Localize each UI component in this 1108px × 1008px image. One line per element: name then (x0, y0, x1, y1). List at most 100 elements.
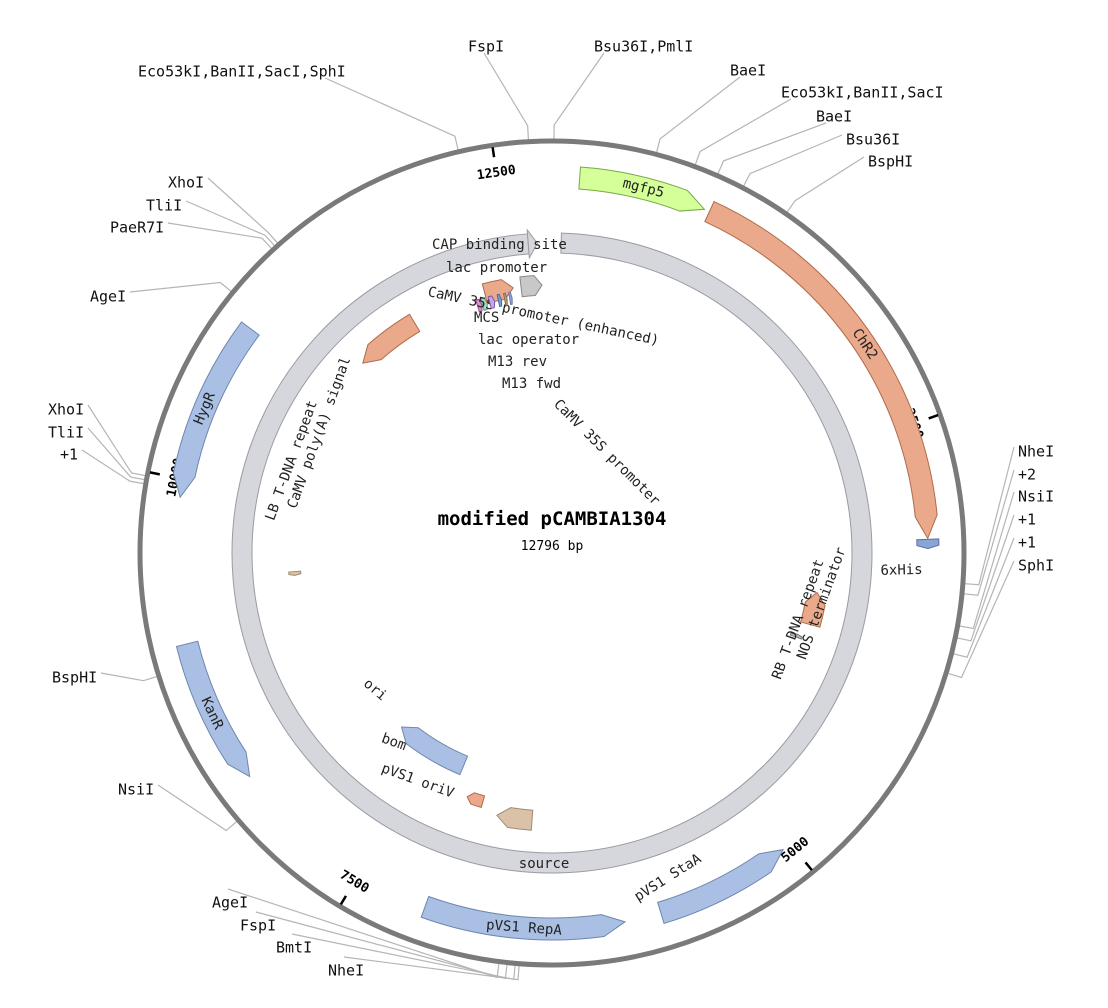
feature-mcs[interactable]: MCS (474, 295, 499, 326)
feature-kanr[interactable]: KanR (175, 640, 251, 778)
feature-shape-hygr (172, 321, 260, 499)
plasmid-length: 12796 bp (521, 539, 584, 554)
feature-pvs1-staa[interactable]: pVS1 StaA (632, 848, 785, 925)
site-label-1-11[interactable]: +1 (1018, 511, 1036, 529)
site-label-baei-5[interactable]: BaeI (816, 108, 852, 126)
feature-lac-promoter[interactable]: lac promoter (446, 260, 547, 311)
site-leader-agei-17 (129, 281, 232, 293)
site-label-nsii-10[interactable]: NsiI (1018, 488, 1054, 506)
site-label-bmti-25[interactable]: BmtI (276, 939, 312, 957)
site-leader-paer7i-16 (167, 222, 272, 249)
tick-7500 (339, 895, 348, 906)
site-label-sphi-13[interactable]: SphI (1018, 557, 1054, 575)
site-label-eco53ki-banii-saci-4[interactable]: Eco53kI,BanII,SacI (781, 84, 944, 102)
site-label-eco53ki-banii-saci-sphi-1[interactable]: Eco53kI,BanII,SacI,SphI (138, 63, 346, 81)
site-label-nhei-26[interactable]: NheI (328, 962, 364, 980)
site-label-fspi-0[interactable]: FspI (468, 38, 504, 56)
site-leader-xhoi-14 (207, 177, 278, 244)
site-label-xhoi-18[interactable]: XhoI (48, 401, 84, 419)
site-leader-bsu36i-6 (743, 134, 843, 187)
site-label-paer7i-16[interactable]: PaeR7I (110, 219, 164, 237)
tick-12500 (491, 147, 496, 158)
site-leader-baei-5 (717, 122, 827, 174)
inner-track-label: source (519, 856, 570, 872)
site-leaders (81, 52, 1015, 981)
feature-shape-pvs1-oriv (496, 807, 534, 831)
feature-pvs1-repa[interactable]: pVS1 RepA (420, 895, 627, 941)
feature-m13-fwd[interactable]: M13 fwd (502, 291, 561, 392)
feature-6xhis[interactable]: 6xHis (880, 538, 940, 579)
feature-lac-operator[interactable]: lac operator (478, 293, 579, 348)
site-label-agei-17[interactable]: AgeI (90, 288, 126, 306)
site-label-agei-23[interactable]: AgeI (212, 894, 248, 912)
inner-track-arrow (526, 228, 538, 260)
tick-5000 (804, 861, 813, 871)
site-leader-nsii-10 (959, 491, 1015, 630)
tick-label-5000: 5000 (779, 834, 813, 866)
feature-shape-ori (400, 726, 469, 776)
feature-label-m13-rev: M13 rev (488, 354, 547, 370)
feature-shape-pvs1-repa (420, 895, 627, 941)
site-leader-1-20 (81, 449, 144, 485)
site-label-fspi-24[interactable]: FspI (240, 917, 276, 935)
site-labels: FspI Eco53kI,BanII,SacI,SphI Bsu36I,PmlI Ba… (48, 38, 1054, 980)
site-label-bsphi-7[interactable]: BspHI (868, 153, 913, 171)
site-leader-xhoi-18 (87, 404, 146, 477)
feature-label-cap-binding-site: CAP binding site (432, 237, 567, 253)
site-leader-fspi-0 (483, 52, 530, 140)
feature-mgfp5[interactable]: mgfp5 (578, 166, 706, 212)
feature-shape-lac-promoter (480, 297, 488, 311)
site-label-tlii-19[interactable]: TliI (48, 424, 84, 442)
site-label-tlii-15[interactable]: TliI (146, 197, 182, 215)
site-label-bsphi-21[interactable]: BspHI (52, 669, 97, 687)
feature-shape-rb-t-dna-repeat (789, 632, 803, 640)
feature-shape-lb-t-dna-repeat (288, 570, 302, 576)
feature-label-6xhis: 6xHis (880, 562, 923, 579)
feature-shape-m13-rev (502, 292, 508, 306)
site-label-1-20[interactable]: +1 (60, 446, 78, 464)
site-leader-eco53ki-banii-saci-sphi-1 (324, 77, 459, 150)
site-leader-bsphi-21 (100, 672, 158, 682)
site-label-xhoi-14[interactable]: XhoI (168, 174, 204, 192)
feature-shape-chr2 (704, 200, 938, 540)
plasmid-name: modified pCAMBIA1304 (438, 508, 667, 530)
site-label-bsu36i-6[interactable]: Bsu36I (846, 131, 900, 149)
feature-ori[interactable]: ori (360, 676, 469, 776)
site-label-nhei-8[interactable]: NheI (1018, 443, 1054, 461)
feature-label-lac-operator: lac operator (478, 332, 579, 348)
site-leader-1-11 (957, 514, 1015, 642)
inner-track-ring (231, 232, 873, 874)
tick-label-7500: 7500 (337, 868, 372, 897)
feature-shape-bom (466, 792, 486, 808)
site-label-1-12[interactable]: +1 (1018, 534, 1036, 552)
site-label-2-9[interactable]: +2 (1018, 466, 1036, 484)
feature-shape-camv-35s-promoter (519, 275, 543, 298)
feature-shape-m13-fwd (508, 291, 513, 305)
inner-track: source (231, 228, 873, 874)
site-leader-tlii-15 (185, 200, 275, 247)
site-label-nsii-22[interactable]: NsiI (118, 781, 154, 799)
site-leader-nhei-8 (964, 446, 1015, 586)
feature-shape-kanr (175, 640, 251, 778)
feature-shape-camv-poly-a-signal (362, 313, 421, 364)
feature-chr2[interactable]: ChR2 (704, 200, 938, 540)
feature-cap-binding-site[interactable]: CAP binding site (432, 237, 567, 313)
feature-shape-cap-binding-site (475, 298, 483, 313)
feature-label-ori: ori (360, 676, 390, 705)
site-leader-nsii-22 (157, 784, 238, 832)
site-leader-baei-3 (655, 76, 741, 153)
feature-label-lac-promoter: lac promoter (446, 260, 547, 276)
site-leader-1-12 (953, 537, 1015, 658)
feature-label-camv-35s-promoter: CaMV 35S promoter (550, 396, 663, 509)
site-label-baei-3[interactable]: BaeI (730, 62, 766, 80)
feature-label-pvs1-repa: pVS1 RepA (486, 917, 563, 939)
feature-m13-rev[interactable]: M13 rev (488, 292, 547, 370)
site-leader-2-9 (963, 469, 1015, 596)
site-leader-bsphi-7 (786, 156, 865, 213)
site-leader-bsu36i-pmli-2 (553, 52, 605, 140)
site-label-bsu36i-pmli-2[interactable]: Bsu36I,PmlI (594, 38, 693, 56)
tick-label-12500: 12500 (476, 163, 517, 184)
feature-shape-lac-operator (496, 293, 503, 308)
feature-shape-pvs1-staa (657, 848, 785, 925)
